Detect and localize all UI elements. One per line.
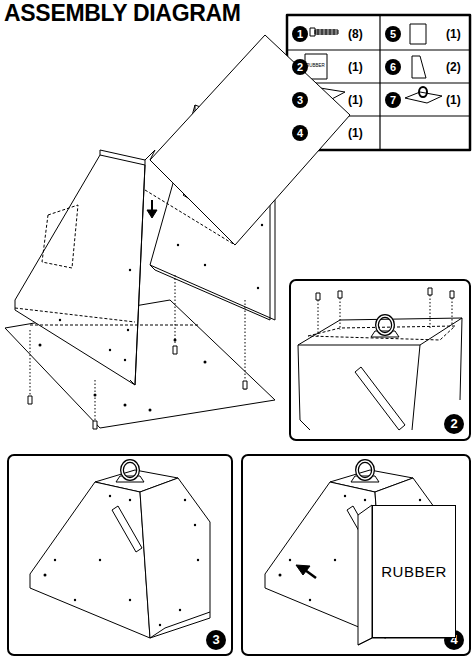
quantity: (8) [348,28,363,40]
diagram-title: ASSEMBLY DIAGRAM [4,2,241,25]
callout-number: 4 [292,125,308,141]
insert-arrow [296,565,316,578]
quantity: (1) [446,94,461,106]
rubber-pad-side [358,505,372,645]
quantity: (1) [348,127,363,139]
step-number: 3 [206,630,226,650]
rubber-pad-edge [358,638,456,645]
callout-number: 1 [292,26,308,42]
quantity: (2) [446,61,461,73]
callout-number: 2 [292,59,308,75]
callout-number: 7 [385,92,401,108]
callout-number: 5 [385,26,401,42]
part-label: RUBBER [306,64,325,69]
callout-number: 3 [292,92,308,108]
rubber-pad: RUBBER [372,505,456,638]
assembled-box [30,461,210,638]
quantity: (1) [348,94,363,106]
quantity: (1) [446,28,461,40]
pad-text: RUBBER [381,563,447,580]
quantity: (1) [348,61,363,73]
step-number: 2 [444,414,464,434]
callout-number: 6 [385,59,401,75]
top-detail [298,288,462,430]
